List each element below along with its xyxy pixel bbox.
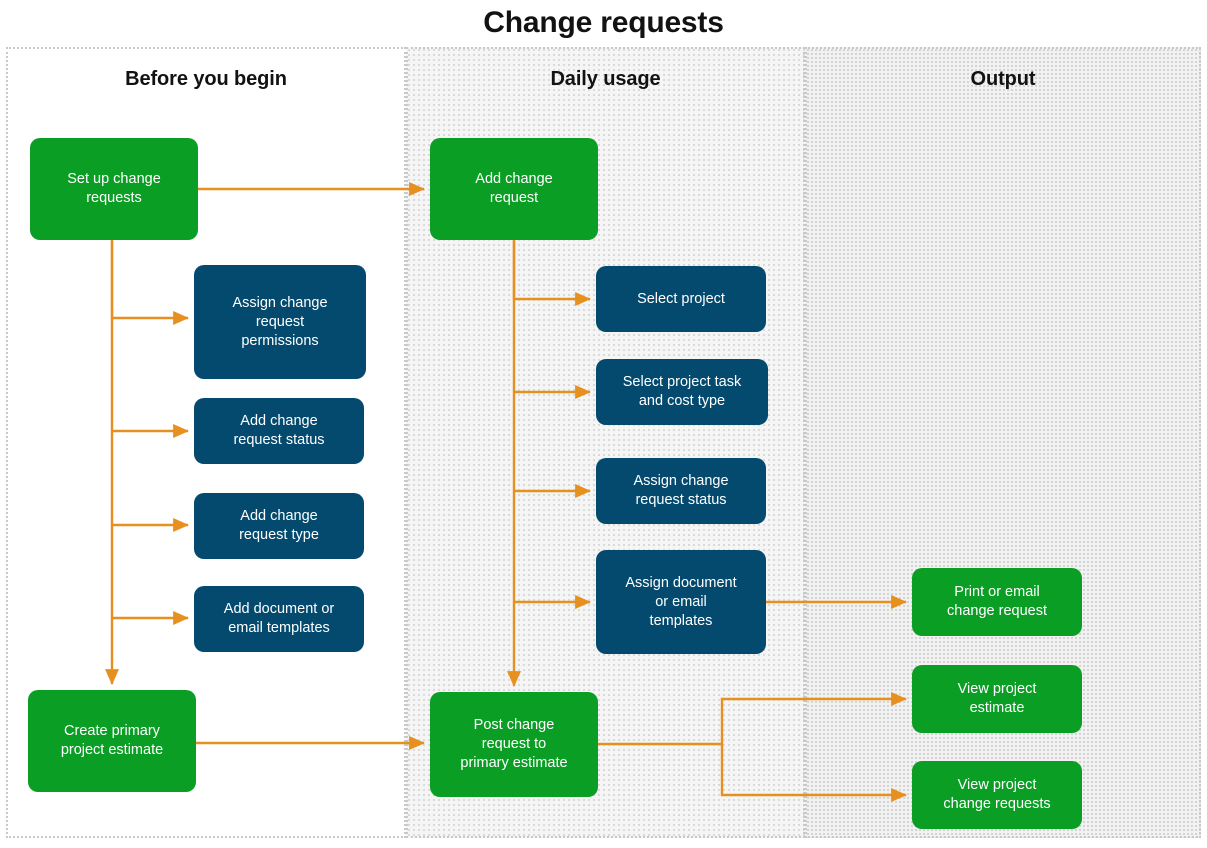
- node-create-primary-project-estimate[interactable]: Create primary project estimate: [28, 690, 196, 792]
- node-select-project-task-and-cost-type[interactable]: Select project task and cost type: [596, 359, 768, 425]
- node-add-change-request-status[interactable]: Add change request status: [194, 398, 364, 464]
- node-select-project[interactable]: Select project: [596, 266, 766, 332]
- node-add-document-or-email-templates[interactable]: Add document or email templates: [194, 586, 364, 652]
- flowchart-diagram: Before you begin Daily usage Output: [6, 47, 1201, 838]
- node-set-up-change-requests[interactable]: Set up change requests: [30, 138, 198, 240]
- page-title: Change requests: [483, 6, 724, 39]
- node-add-change-request-type[interactable]: Add change request type: [194, 493, 364, 559]
- node-print-or-email-change-request[interactable]: Print or email change request: [912, 568, 1082, 636]
- node-add-change-request[interactable]: Add change request: [430, 138, 598, 240]
- node-view-project-estimate[interactable]: View project estimate: [912, 665, 1082, 733]
- node-assign-document-or-email-templates[interactable]: Assign document or email templates: [596, 550, 766, 654]
- swimlane-title-daily-usage: Daily usage: [550, 68, 661, 90]
- node-assign-change-request-permissions[interactable]: Assign change request permissions: [194, 265, 366, 379]
- swimlane-title-output: Output: [970, 68, 1036, 90]
- node-post-change-request-to-primary-estimate[interactable]: Post change request to primary estimate: [430, 692, 598, 797]
- node-view-project-change-requests[interactable]: View project change requests: [912, 761, 1082, 829]
- swimlane-title-before-you-begin: Before you begin: [125, 68, 287, 90]
- node-assign-change-request-status[interactable]: Assign change request status: [596, 458, 766, 524]
